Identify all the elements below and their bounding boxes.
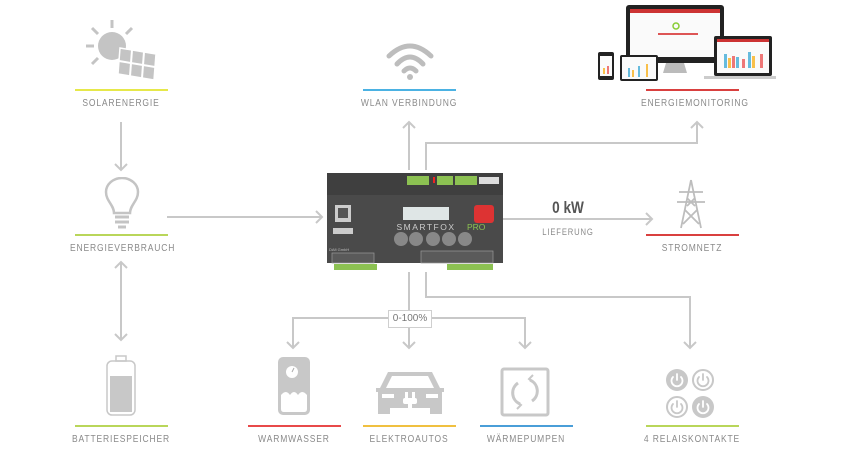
grid-underline (646, 234, 739, 236)
arrow-battery-bidirectional (114, 260, 128, 342)
electric-car-icon (376, 372, 444, 414)
wifi-icon (386, 43, 434, 80)
wlan-underline (363, 89, 456, 91)
arrow-device-to-relais (425, 272, 697, 350)
elektroautos-label: ELEKTROAUTOS (369, 434, 449, 445)
power-buttons-icon (666, 369, 714, 418)
relais-underline (646, 425, 739, 427)
waermepumpen-label: WÄRMEPUMPEN (486, 434, 566, 445)
consumption-label: ENERGIEVERBRAUCH (70, 243, 176, 254)
consumption-underline (75, 234, 168, 236)
warmwasser-underline (248, 425, 341, 427)
warmwasser-label: WARMWASSER (258, 434, 330, 445)
svg-text:SMARTFOX: SMARTFOX (396, 222, 455, 232)
grid-power-value: 0 kW (552, 198, 584, 217)
water-boiler-icon (278, 357, 310, 415)
solar-underline (75, 89, 168, 91)
heat-pump-icon (500, 367, 550, 417)
power-pylon-icon (677, 179, 705, 229)
battery-icon (106, 355, 136, 416)
control-range-label: 0-100% (388, 310, 432, 328)
wlan-label: WLAN VERBINDUNG (360, 98, 458, 109)
monitoring-underline (646, 89, 739, 91)
smartfox-pro-device: SMARTFOX PRO DAfi GmbH (327, 173, 503, 270)
light-bulb-icon (104, 177, 140, 229)
arrow-solar-to-consumption (114, 122, 128, 172)
devices-icon (598, 5, 776, 81)
arrow-device-to-wlan (402, 120, 416, 170)
relais-label: 4 RELAISKONTAKTE (643, 434, 741, 445)
solar-label: SOLARENERGIE (82, 98, 160, 109)
solar-panel-sun-icon (86, 20, 157, 81)
waermepumpen-underline (480, 425, 573, 427)
arrow-consumption-to-device (167, 210, 324, 224)
svg-text:PRO: PRO (467, 222, 486, 232)
grid-label: STROMNETZ (661, 243, 723, 254)
battery-label: BATTERIESPEICHER (72, 434, 170, 445)
battery-underline (75, 425, 168, 427)
svg-text:DAfi GmbH: DAfi GmbH (329, 247, 349, 252)
monitoring-label: ENERGIEMONITORING (641, 98, 749, 109)
arrow-device-to-monitoring (425, 120, 704, 170)
grid-direction-label: LIEFERUNG (542, 227, 594, 237)
elektroautos-underline (363, 425, 456, 427)
